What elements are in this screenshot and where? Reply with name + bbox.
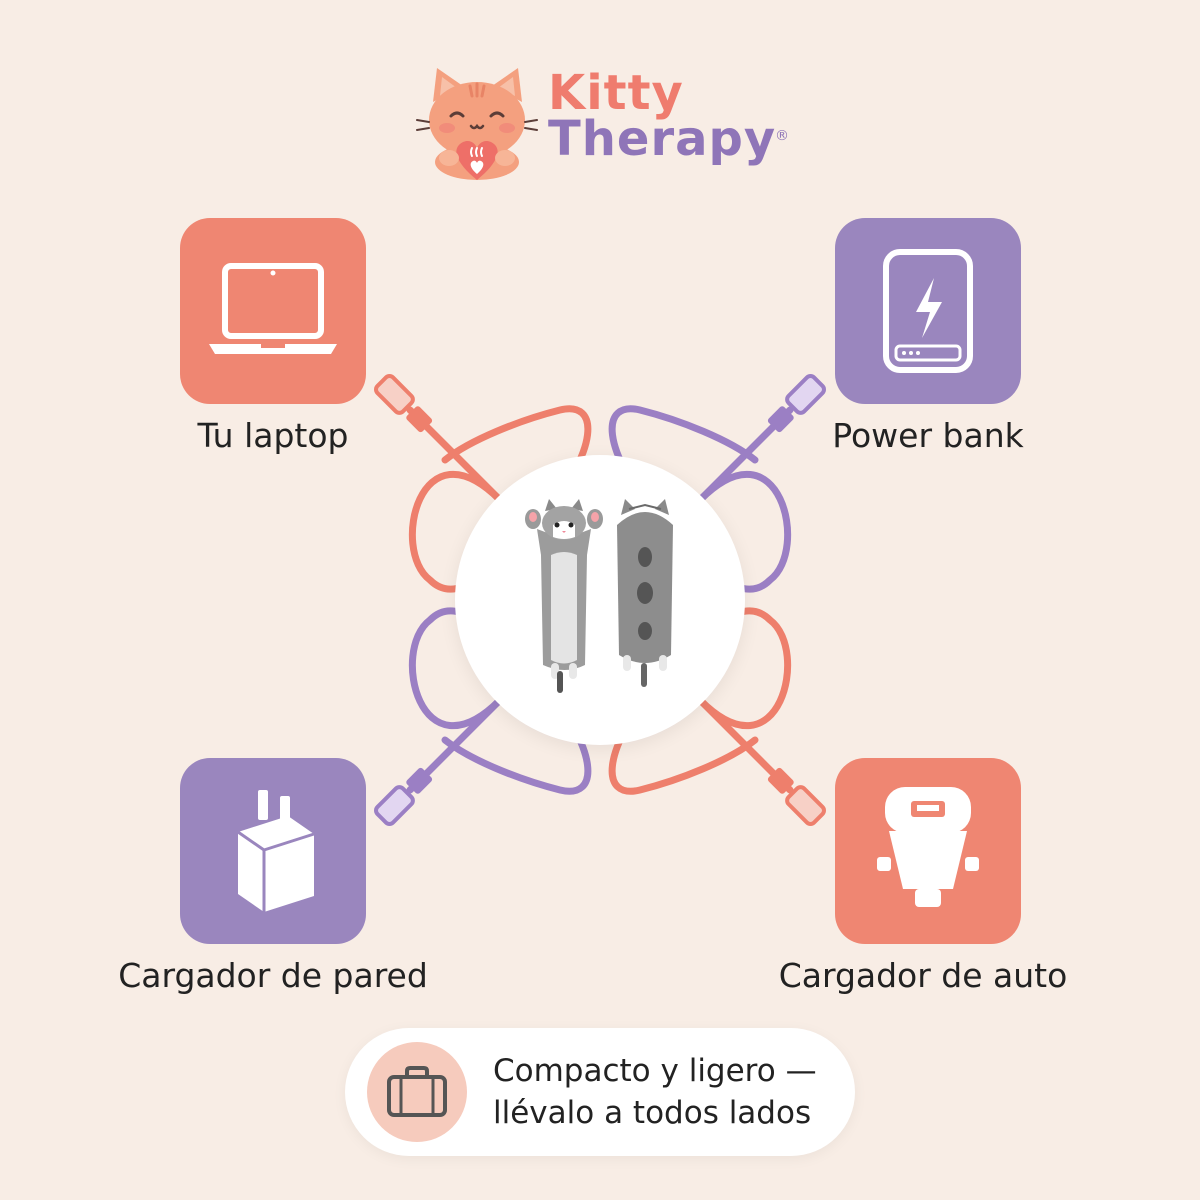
cat-logo-icon — [416, 68, 538, 180]
usb-connector-top-left — [374, 374, 433, 433]
laptop-icon — [209, 263, 337, 354]
product-image-circle — [455, 455, 745, 745]
power-bank-icon — [883, 249, 973, 373]
car-charger-tile — [835, 758, 1021, 944]
suitcase-icon-badge — [367, 1042, 467, 1142]
feature-callout-line1: Compacto y ligero — — [493, 1053, 817, 1089]
brand-wordmark: Kitty Therapy — [548, 65, 777, 167]
feature-callout-text: Compacto y ligero — llévalo a todos lado… — [493, 1050, 817, 1134]
car-charger-icon — [877, 787, 979, 907]
power-bank-label: Power bank — [832, 416, 1024, 455]
car-charger-label: Cargador de auto — [778, 956, 1068, 995]
wall-charger-label: Cargador de pared — [118, 956, 428, 995]
brand-logo: Kitty Therapy ® — [415, 62, 795, 182]
feature-callout: Compacto y ligero — llévalo a todos lado… — [345, 1028, 855, 1156]
suitcase-icon — [387, 1066, 447, 1117]
feature-callout-line2: llévalo a todos lados — [493, 1095, 812, 1131]
wall-charger-icon — [237, 790, 315, 912]
usb-connector-bottom-right — [767, 767, 826, 826]
brand-name-line1: Kitty — [548, 65, 684, 121]
cat-plush-cable-image — [525, 499, 673, 693]
registered-mark: ® — [775, 128, 789, 144]
laptop-tile — [180, 218, 366, 404]
power-bank-tile — [835, 218, 1021, 404]
laptop-label: Tu laptop — [197, 416, 349, 455]
usb-connector-bottom-left — [374, 767, 433, 826]
wall-charger-tile — [180, 758, 366, 944]
brand-name-line2: Therapy — [548, 111, 777, 167]
usb-connector-top-right — [767, 374, 826, 433]
